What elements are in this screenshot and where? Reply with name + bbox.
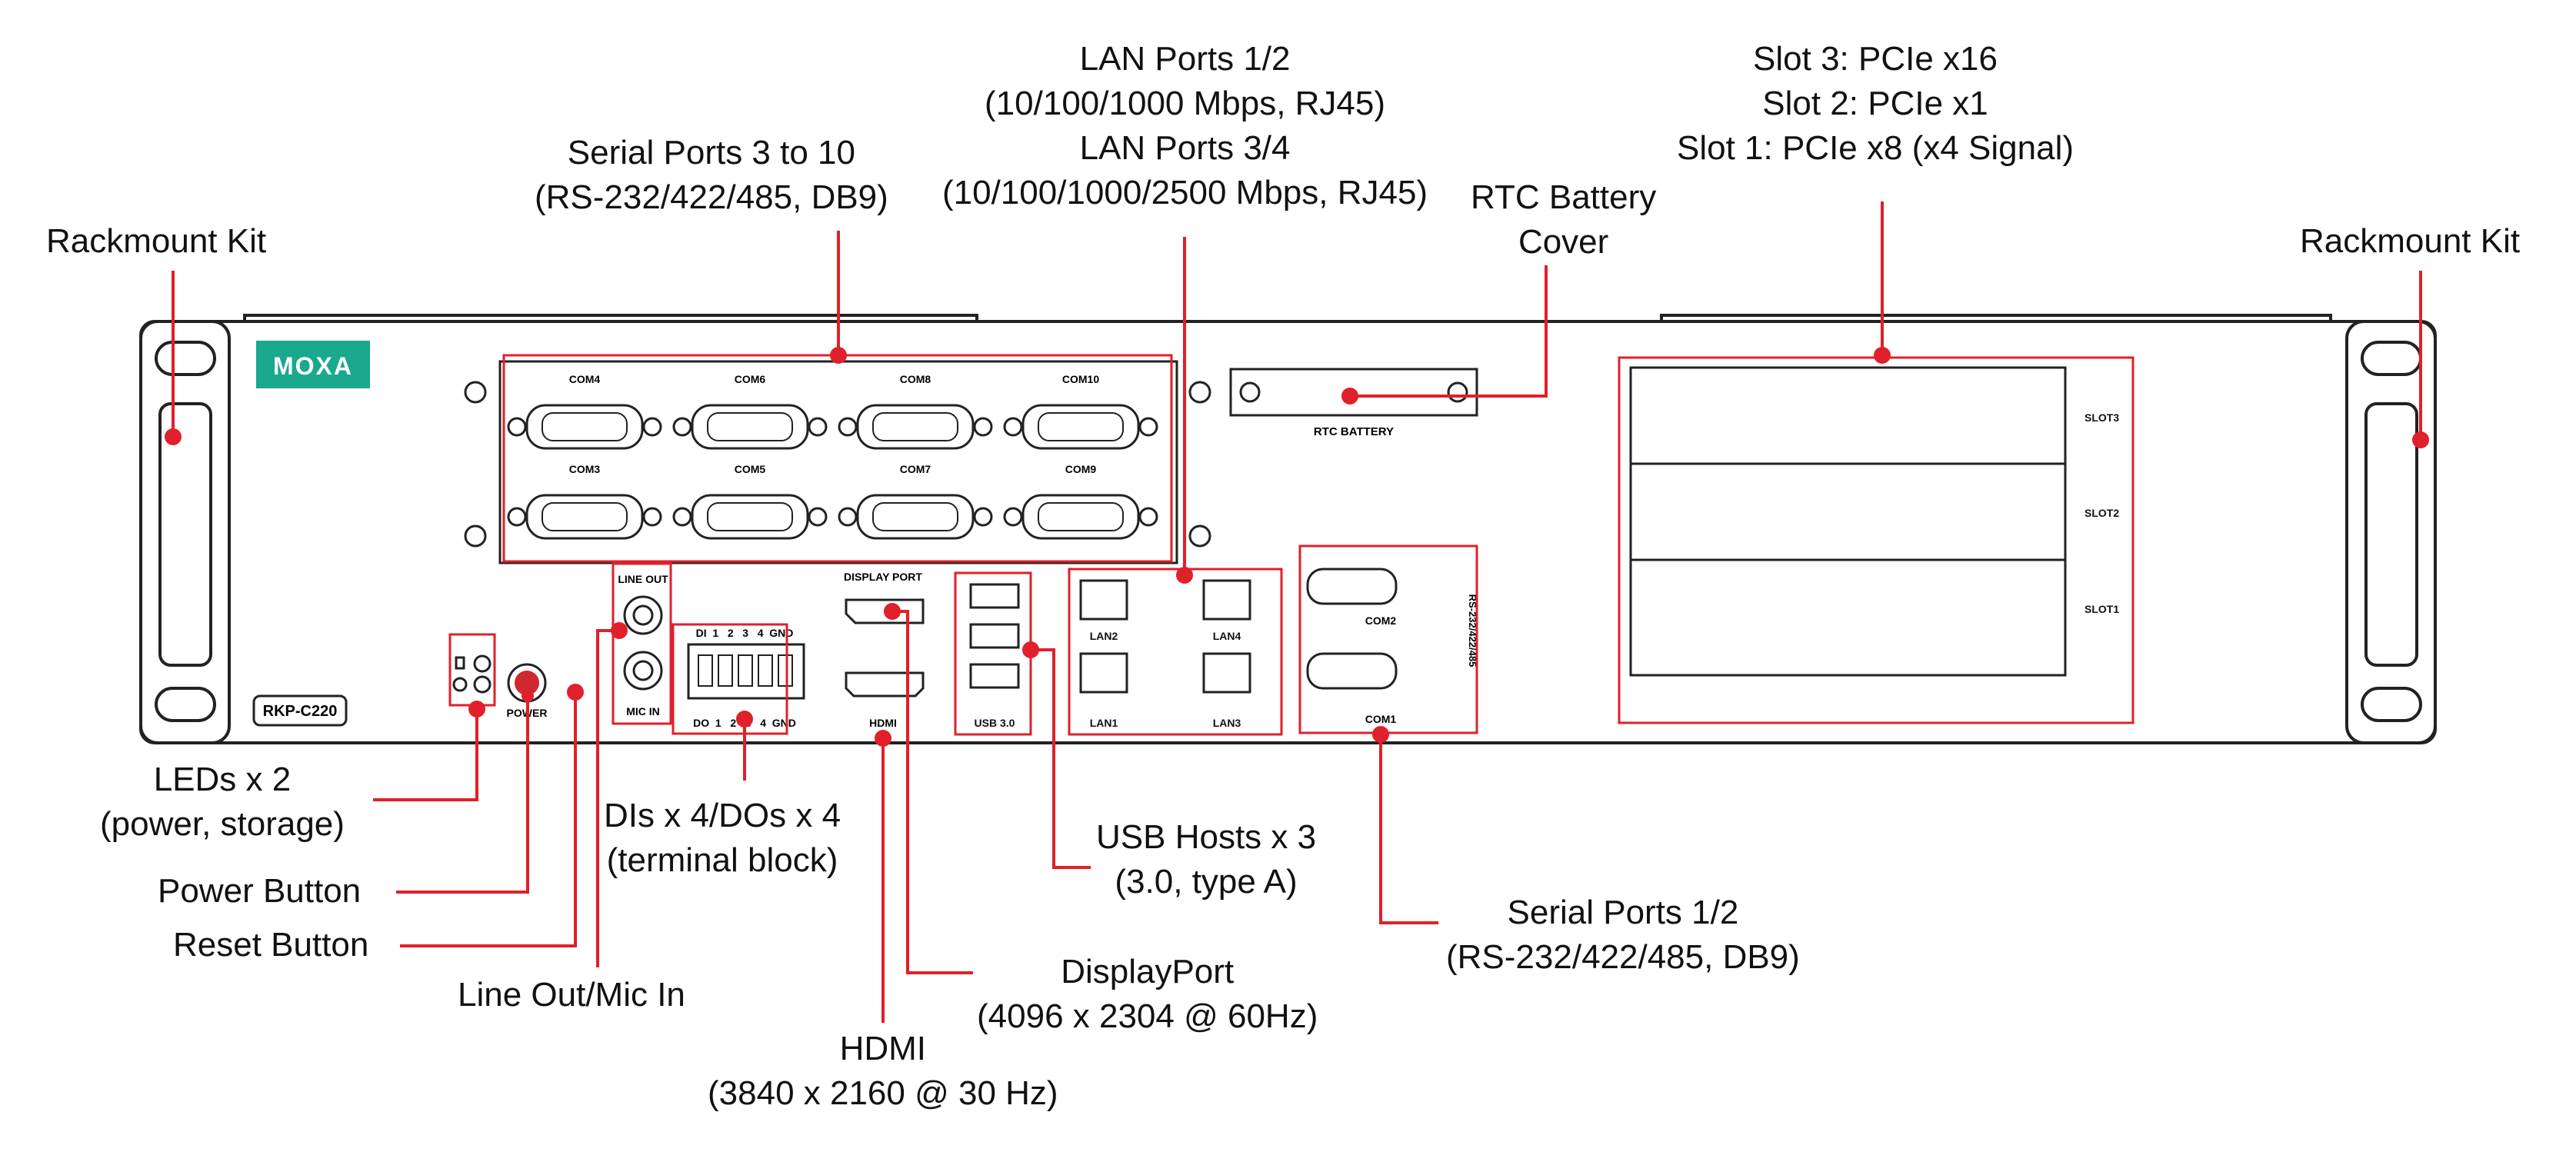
lan-ports: LAN2 LAN4 LAN1 LAN3: [1079, 579, 1251, 729]
com-port-label: COM6: [735, 373, 766, 385]
callout-serial-1-2: Serial Ports 1/2 (RS-232/422/485, DB9): [1446, 894, 1800, 976]
rackmount-ear-left: [139, 320, 231, 744]
callout-rackmount-left: Rackmount Kit: [46, 222, 267, 260]
screw-icon: [1188, 381, 1211, 404]
usb-label: USB 3.0: [975, 717, 1015, 729]
lan3-label: LAN3: [1213, 717, 1241, 729]
callout-leds: LEDs x 2 (power, storage): [100, 761, 345, 843]
com-port-label: COM4: [569, 373, 601, 385]
db9-connector: [507, 494, 662, 540]
callout-dio: DIs x 4/DOs x 4 (terminal block): [604, 797, 841, 879]
rackmount-ear-right: [2345, 320, 2437, 744]
db9-connector: [838, 494, 993, 540]
slot1-label: SLOT1: [2084, 603, 2119, 615]
callout-displayport: DisplayPort (4096 x 2304 @ 60Hz): [977, 953, 1318, 1035]
model-label-text: RKP-C220: [263, 703, 338, 720]
mic-in-label: MIC IN: [626, 705, 660, 718]
callout-audio: Line Out/Mic In: [458, 976, 685, 1014]
com1-label: COM1: [1365, 713, 1397, 725]
screw-icon: [464, 524, 487, 548]
audio-jacks: LINE OUT MIC IN: [618, 573, 668, 718]
screw-icon: [1188, 524, 1211, 548]
callout-hdmi: HDMI (3840 x 2160 @ 30 Hz): [708, 1030, 1058, 1112]
moxa-logo-text: MOXA: [273, 352, 353, 380]
callout-power-button: Power Button: [158, 872, 362, 910]
db9-connector: [672, 404, 828, 450]
line-out-label: LINE OUT: [618, 573, 668, 585]
db9-connector: [838, 404, 993, 450]
db9-connector: [672, 494, 828, 540]
rtc-battery-label: RTC BATTERY: [1314, 425, 1394, 438]
hdmi-label: HDMI: [869, 717, 897, 729]
terminal-pin: [758, 654, 773, 687]
com-port-label: COM3: [569, 463, 601, 475]
di-label: DI 1 2 3 4 GND: [696, 627, 794, 639]
db9-connector: [507, 404, 662, 450]
usb-ports: USB 3.0: [969, 583, 1020, 729]
callout-rtc: RTC Battery Cover: [1471, 178, 1657, 261]
db9-connector: [1003, 494, 1158, 540]
slot2-label: SLOT2: [2084, 507, 2119, 519]
serial-ports-1-2: COM2 COM1 RS-232/422/485: [1306, 568, 1478, 725]
callout-reset-button: Reset Button: [173, 926, 369, 964]
lan2-label: LAN2: [1090, 630, 1118, 642]
terminal-pin: [718, 654, 733, 687]
hdmi-port: HDMI: [845, 671, 925, 729]
com-port-label: COM8: [900, 373, 931, 385]
displayport-label: DISPLAY PORT: [844, 571, 922, 583]
callout-usb: USB Hosts x 3 (3.0, type A): [1096, 818, 1317, 901]
screw-icon: [464, 381, 487, 404]
com2-label: COM2: [1365, 614, 1397, 627]
displayport: DISPLAY PORT: [844, 571, 925, 624]
model-label: [252, 694, 348, 727]
rs-label: RS-232/422/485: [1467, 594, 1478, 668]
leader-dots: [165, 347, 2429, 747]
moxa-logo: [256, 341, 370, 388]
callout-serial-3-10: Serial Ports 3 to 10 (RS-232/422/485, DB…: [535, 134, 888, 216]
com-port-label: COM5: [735, 463, 766, 475]
lan4-label: LAN4: [1213, 630, 1241, 642]
callout-lan-ports: LAN Ports 1/2 (10/100/1000 Mbps, RJ45) L…: [942, 40, 1428, 211]
db9-connector: [1003, 404, 1158, 450]
pcie-slots: SLOT3 SLOT2 SLOT1: [1629, 366, 2119, 677]
dio-terminal-block: DI 1 2 3 4 GND DO 1 2 3 4 GND: [687, 627, 805, 729]
callout-rackmount-right: Rackmount Kit: [2300, 222, 2521, 260]
lan1-label: LAN1: [1090, 717, 1118, 729]
led-indicators: [452, 654, 492, 694]
terminal-pin: [698, 654, 713, 687]
terminal-pin: [738, 654, 753, 687]
com-port-label: COM7: [900, 463, 931, 475]
com-port-label: COM9: [1065, 463, 1097, 475]
callout-highlight-boxes: [448, 354, 2134, 736]
slot3-label: SLOT3: [2084, 411, 2119, 424]
com-port-label: COM10: [1062, 373, 1099, 385]
terminal-pin: [778, 654, 793, 687]
callout-pcie-slots: Slot 3: PCIe x16 Slot 2: PCIe x1 Slot 1:…: [1677, 40, 2074, 167]
